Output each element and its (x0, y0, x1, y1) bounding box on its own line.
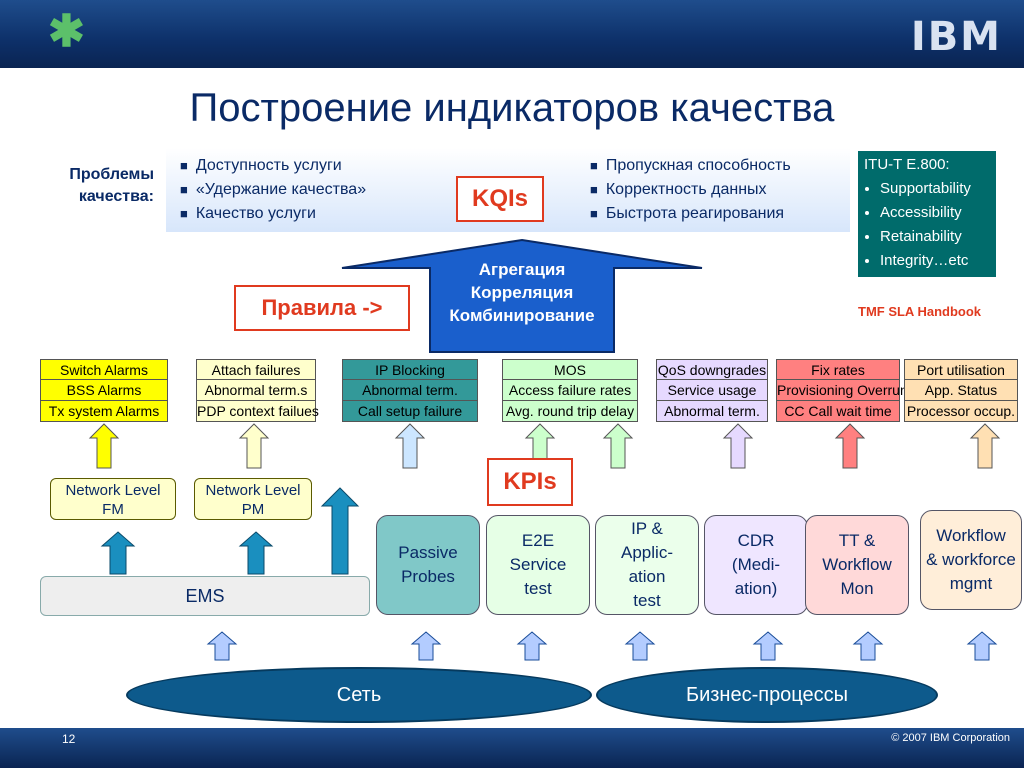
business-ellipse: Бизнес-процессы (596, 667, 938, 723)
footer-bar (0, 728, 1024, 768)
source-line: & workforce (926, 550, 1016, 569)
source-ip-app-test: IP & Applic-ation test (595, 515, 699, 615)
kpi-cell: MOS (502, 359, 638, 380)
kpi-cell: Avg. round trip delay (502, 401, 638, 422)
kpi-cell: Switch Alarms (40, 359, 168, 380)
ems-box: EMS (40, 576, 370, 616)
kpi-cell: QoS downgrades (656, 359, 768, 380)
nl-line: Network Level (205, 482, 301, 499)
ibm-logo: IBM (910, 14, 1002, 60)
nl-line: FM (102, 501, 124, 518)
slide-title: Построение индикаторов качества (189, 86, 835, 130)
kqis-label: KQIs (456, 176, 544, 222)
kpi-cell: Provisioning Overrun (776, 380, 908, 401)
kqi-item: Пропускная способность (590, 154, 791, 178)
itu-heading: ITU-T E.800: (864, 156, 950, 173)
kpi-cell: Abnormal term.s (196, 380, 316, 401)
kpi-group-attach: Attach failures Abnormal term.s PDP cont… (196, 359, 319, 422)
rules-label: Правила -> (234, 285, 410, 331)
kpi-cell: Abnormal term. (656, 401, 768, 422)
kpi-cell: BSS Alarms (40, 380, 168, 401)
source-line: test (633, 591, 661, 610)
source-line: ation) (734, 579, 778, 598)
source-e2e-test: E2E Service test (486, 515, 590, 615)
kpi-cell: CC Call wait time (776, 401, 900, 422)
kqi-right-list: Пропускная способность Корректность данн… (590, 154, 791, 226)
kpi-cell: Abnormal term. (342, 380, 478, 401)
arrow-line: Комбинирование (449, 306, 595, 325)
kpi-group-fix: Fix rates Provisioning Overrun CC Call w… (776, 359, 908, 422)
source-line: Passive (398, 543, 458, 562)
nl-line: Network Level (65, 482, 161, 499)
network-level-pm: Network Level PM (194, 478, 312, 520)
header-bar (0, 0, 1024, 68)
kqi-left-list: Доступность услуги «Удержание качества» … (180, 154, 366, 226)
tmf-label: TMF SLA Handbook (858, 304, 982, 319)
kpi-cell: Attach failures (196, 359, 316, 380)
kpi-group-qos: QoS downgrades Service usage Abnormal te… (656, 359, 768, 422)
kpi-group-mos: MOS Access failure rates Avg. round trip… (502, 359, 638, 422)
source-line: TT & (838, 531, 876, 550)
kqi-item: Корректность данных (590, 178, 791, 202)
kpi-group-alarms: Switch Alarms BSS Alarms Tx system Alarm… (40, 359, 168, 422)
source-line: mgmt (949, 574, 993, 593)
network-level-fm: Network Level FM (50, 478, 176, 520)
kpi-group-ip: IP Blocking Abnormal term. Call setup fa… (342, 359, 478, 422)
source-line: test (524, 579, 552, 598)
source-line: Mon (840, 579, 874, 598)
kpi-cell: Tx system Alarms (40, 401, 168, 422)
itu-item: Supportability (880, 177, 990, 201)
page-number: 12 (62, 732, 76, 746)
problems-label: Проблемы качества: (69, 166, 154, 205)
kpi-cell: Call setup failure (342, 401, 478, 422)
kpi-arrows (88, 423, 1001, 469)
copyright: © 2007 IBM Corporation (891, 732, 1010, 744)
kpi-cell: App. Status (904, 380, 1018, 401)
kpis-label: KPIs (487, 458, 573, 506)
kpi-cell: Port utilisation (904, 359, 1018, 380)
source-line: E2E (521, 531, 555, 550)
kpi-cell: Service usage (656, 380, 768, 401)
itu-item: Integrity…etc (880, 249, 990, 273)
kpi-cell: Access failure rates (502, 380, 638, 401)
kpi-cell: Processor occup. (904, 401, 1018, 422)
source-line: IP & (631, 519, 663, 538)
itu-item: Retainability (880, 225, 990, 249)
arrow-line: Корреляция (470, 283, 574, 302)
source-line: Workflow (822, 555, 892, 574)
kqi-item: Доступность услуги (180, 154, 366, 178)
aggregation-text: Агрегация Корреляция Комбинирование (420, 258, 624, 327)
source-workflow-mgmt: Workflow & workforce mgmt (920, 510, 1022, 610)
source-line: CDR (737, 531, 775, 550)
itu-box: ITU-T E.800: Supportability Accessibilit… (858, 151, 996, 277)
kpi-cell: IP Blocking (342, 359, 478, 380)
aggregation-arrow (341, 238, 703, 353)
source-line: Applic- (621, 543, 673, 562)
source-line: Workflow (936, 526, 1006, 545)
network-ellipse: Сеть (126, 667, 592, 723)
nl-line: PM (241, 501, 265, 518)
source-line: Probes (401, 567, 455, 586)
input-arrows (206, 631, 998, 661)
kqi-item: Быстрота реагирования (590, 202, 791, 226)
star-icon: ✱ (48, 7, 85, 56)
kqi-item: Качество услуги (180, 202, 366, 226)
source-line: Service (509, 555, 567, 574)
kpi-cell: Fix rates (776, 359, 900, 380)
source-line: ation (628, 567, 666, 586)
itu-item: Accessibility (880, 201, 990, 225)
source-line: (Medi- (731, 555, 781, 574)
arrow-line: Агрегация (478, 260, 566, 279)
kqi-item: «Удержание качества» (180, 178, 366, 202)
ems-arrows (100, 487, 360, 575)
kpi-group-port: Port utilisation App. Status Processor o… (904, 359, 1018, 422)
source-cdr: CDR (Medi-ation) (704, 515, 808, 615)
kpi-cell: PDP context failues (196, 401, 319, 422)
